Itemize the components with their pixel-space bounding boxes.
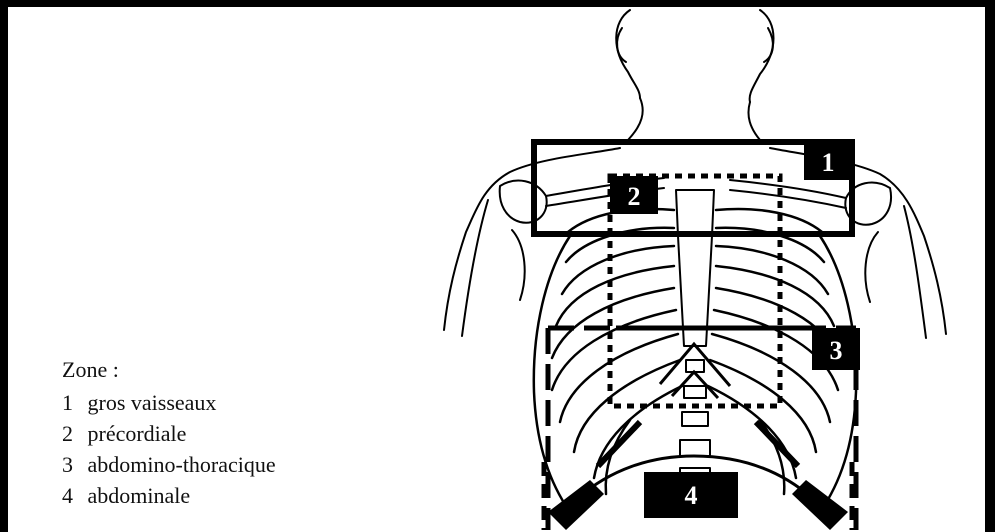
zone-4-number: 4 <box>685 481 698 510</box>
neck-outline <box>628 98 643 140</box>
zone-2-number: 2 <box>628 182 641 211</box>
zone-1-number: 1 <box>822 148 835 177</box>
legend-item-label: gros vaisseaux <box>88 390 217 415</box>
legend-item: 2 précordiale <box>62 418 276 449</box>
legend-item-label: précordiale <box>88 421 187 446</box>
legend-item-number: 2 <box>62 418 82 449</box>
zone-3-number: 3 <box>830 336 843 365</box>
legend-item-label: abdominale <box>88 483 191 508</box>
legend-item: 4 abdominale <box>62 480 276 511</box>
legend-item-number: 1 <box>62 387 82 418</box>
xiphoid <box>660 344 730 398</box>
rib-cage-left <box>534 209 682 506</box>
legend-item-number: 3 <box>62 449 82 480</box>
legend-item: 3 abdomino-thoracique <box>62 449 276 480</box>
zone-legend: Zone : 1 gros vaisseaux 2 précordiale 3 … <box>62 354 276 511</box>
sternum <box>676 190 714 346</box>
legend-title: Zone : <box>62 354 276 385</box>
clavicle-right <box>730 180 846 208</box>
legend-item: 1 gros vaisseaux <box>62 387 276 418</box>
legend-item-number: 4 <box>62 480 82 511</box>
legend-item-label: abdomino-thoracique <box>88 452 276 477</box>
